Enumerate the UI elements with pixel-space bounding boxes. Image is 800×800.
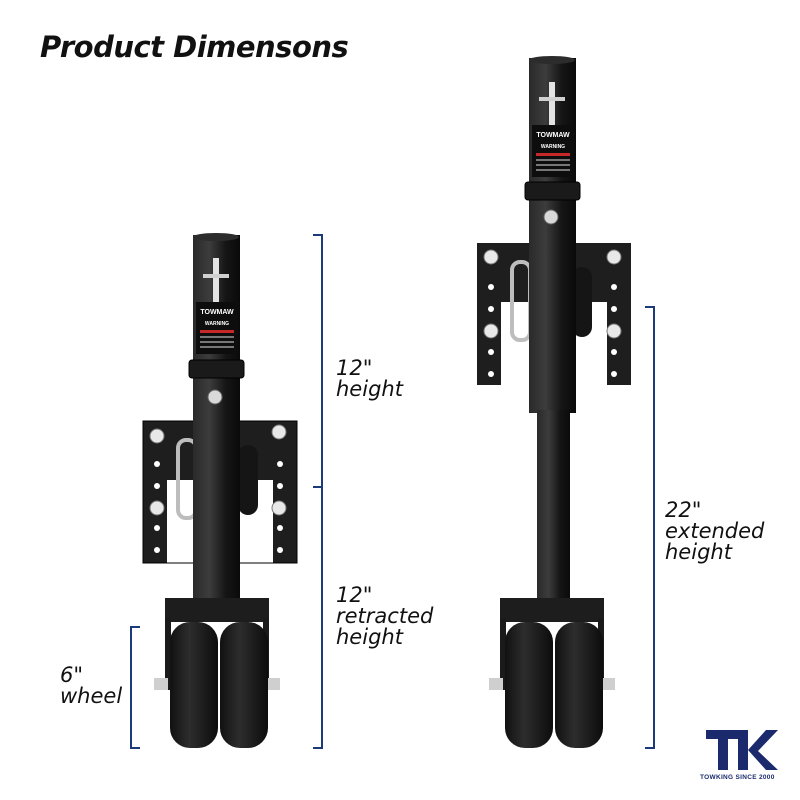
- height-label: 12" height: [336, 358, 403, 400]
- extended-text-2: height: [665, 540, 732, 564]
- extended-jack: TOWMAW WARNING: [477, 56, 631, 748]
- retracted-label: 12" retracted height: [336, 585, 433, 648]
- decal-warning: WARNING: [541, 144, 565, 150]
- plate-bolts: [149, 424, 287, 516]
- height-text: height: [336, 377, 403, 401]
- wheel: [555, 622, 603, 748]
- page-title: Product Dimensons: [40, 30, 349, 64]
- decal-brand: TOWMAW: [200, 309, 234, 316]
- plate-bolts: [483, 249, 622, 339]
- wheel-text: wheel: [60, 684, 123, 708]
- logo-tagline: TOWKING SINCE 2000: [700, 774, 775, 781]
- wheel-bracket: [500, 598, 604, 622]
- brand-logo: TOWKING SINCE 2000: [700, 728, 782, 788]
- extended-value: 22": [665, 498, 702, 522]
- retracted-value: 12": [336, 583, 373, 607]
- axle-bolt: [489, 678, 503, 690]
- warning-decal: [196, 302, 238, 354]
- extended-label: 22" extended height: [665, 500, 764, 563]
- wheel-bracket: [165, 598, 269, 622]
- wheel: [170, 622, 218, 748]
- retracted-jack: TOWMAW WARNING: [142, 233, 298, 748]
- retracted-dimension-line: [313, 487, 323, 749]
- plate-holes: [488, 284, 617, 377]
- wheel: [220, 622, 268, 748]
- axle-bolt: [154, 678, 168, 690]
- dimension-lines: [130, 234, 655, 749]
- retracted-text: retracted: [336, 604, 434, 628]
- wheel-label: 6" wheel: [60, 665, 122, 707]
- height-value: 12": [336, 356, 373, 380]
- tk-logo-mark: [706, 730, 778, 770]
- wheel-dimension-line: [130, 626, 140, 749]
- pin: [549, 82, 555, 132]
- inner-tube: [537, 410, 570, 602]
- wheel-value: 6": [60, 663, 84, 687]
- decal-brand: TOWMAW: [536, 132, 570, 139]
- wheel: [505, 622, 553, 748]
- pin: [213, 258, 219, 308]
- plate-holes: [154, 461, 283, 553]
- extended-text: extended: [665, 519, 765, 543]
- extended-dimension-line: [645, 306, 655, 749]
- warning-decal: [532, 125, 574, 177]
- height-dimension-line: [313, 234, 323, 488]
- decal-warning: WARNING: [205, 321, 229, 327]
- retracted-text-2: height: [336, 625, 403, 649]
